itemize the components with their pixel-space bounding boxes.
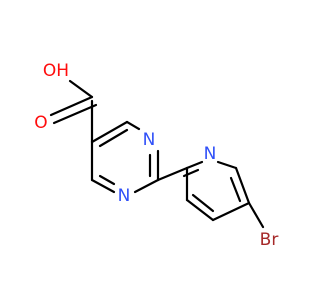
molecule-structure: OH O N N N Br [34,61,278,250]
bond-pyr-c5-c4 [211,201,251,222]
bond-pyr-c6-c5-double [229,176,242,203]
bond-c-o-double-a [49,95,94,117]
pyridine-n-label: N [204,144,217,164]
bond-pyr-c2-n [185,160,204,170]
bond-pyr-c4-c3-double [191,193,215,213]
bond-c4-n3 [125,120,141,131]
bromine-label: Br [260,230,279,250]
bond-n1-c6 [90,178,116,194]
bond-pyr-n-c6 [216,160,238,170]
pyrimidine-n3-label: N [143,130,156,150]
bonds [49,79,265,229]
bond-pyr-c5-br [247,201,265,229]
bond-c4-c5-double [98,128,129,148]
bond-c2-n1 [133,178,160,194]
bond-n1-c6-double [98,174,116,186]
bond-c2-pyridine [156,166,189,182]
pyrimidine-n1-label: N [118,186,131,206]
atom-labels: OH O N N N Br [34,61,278,250]
bond-c5-c4 [90,120,129,144]
carbonyl-oxygen-label: O [34,113,47,133]
bond-c-oh [68,79,94,99]
bond-pyr-c4-c3 [185,198,215,222]
bond-c-o-double-b [52,103,98,125]
oh-label: OH [43,61,69,81]
bond-pyr-c6-c5 [234,166,251,205]
